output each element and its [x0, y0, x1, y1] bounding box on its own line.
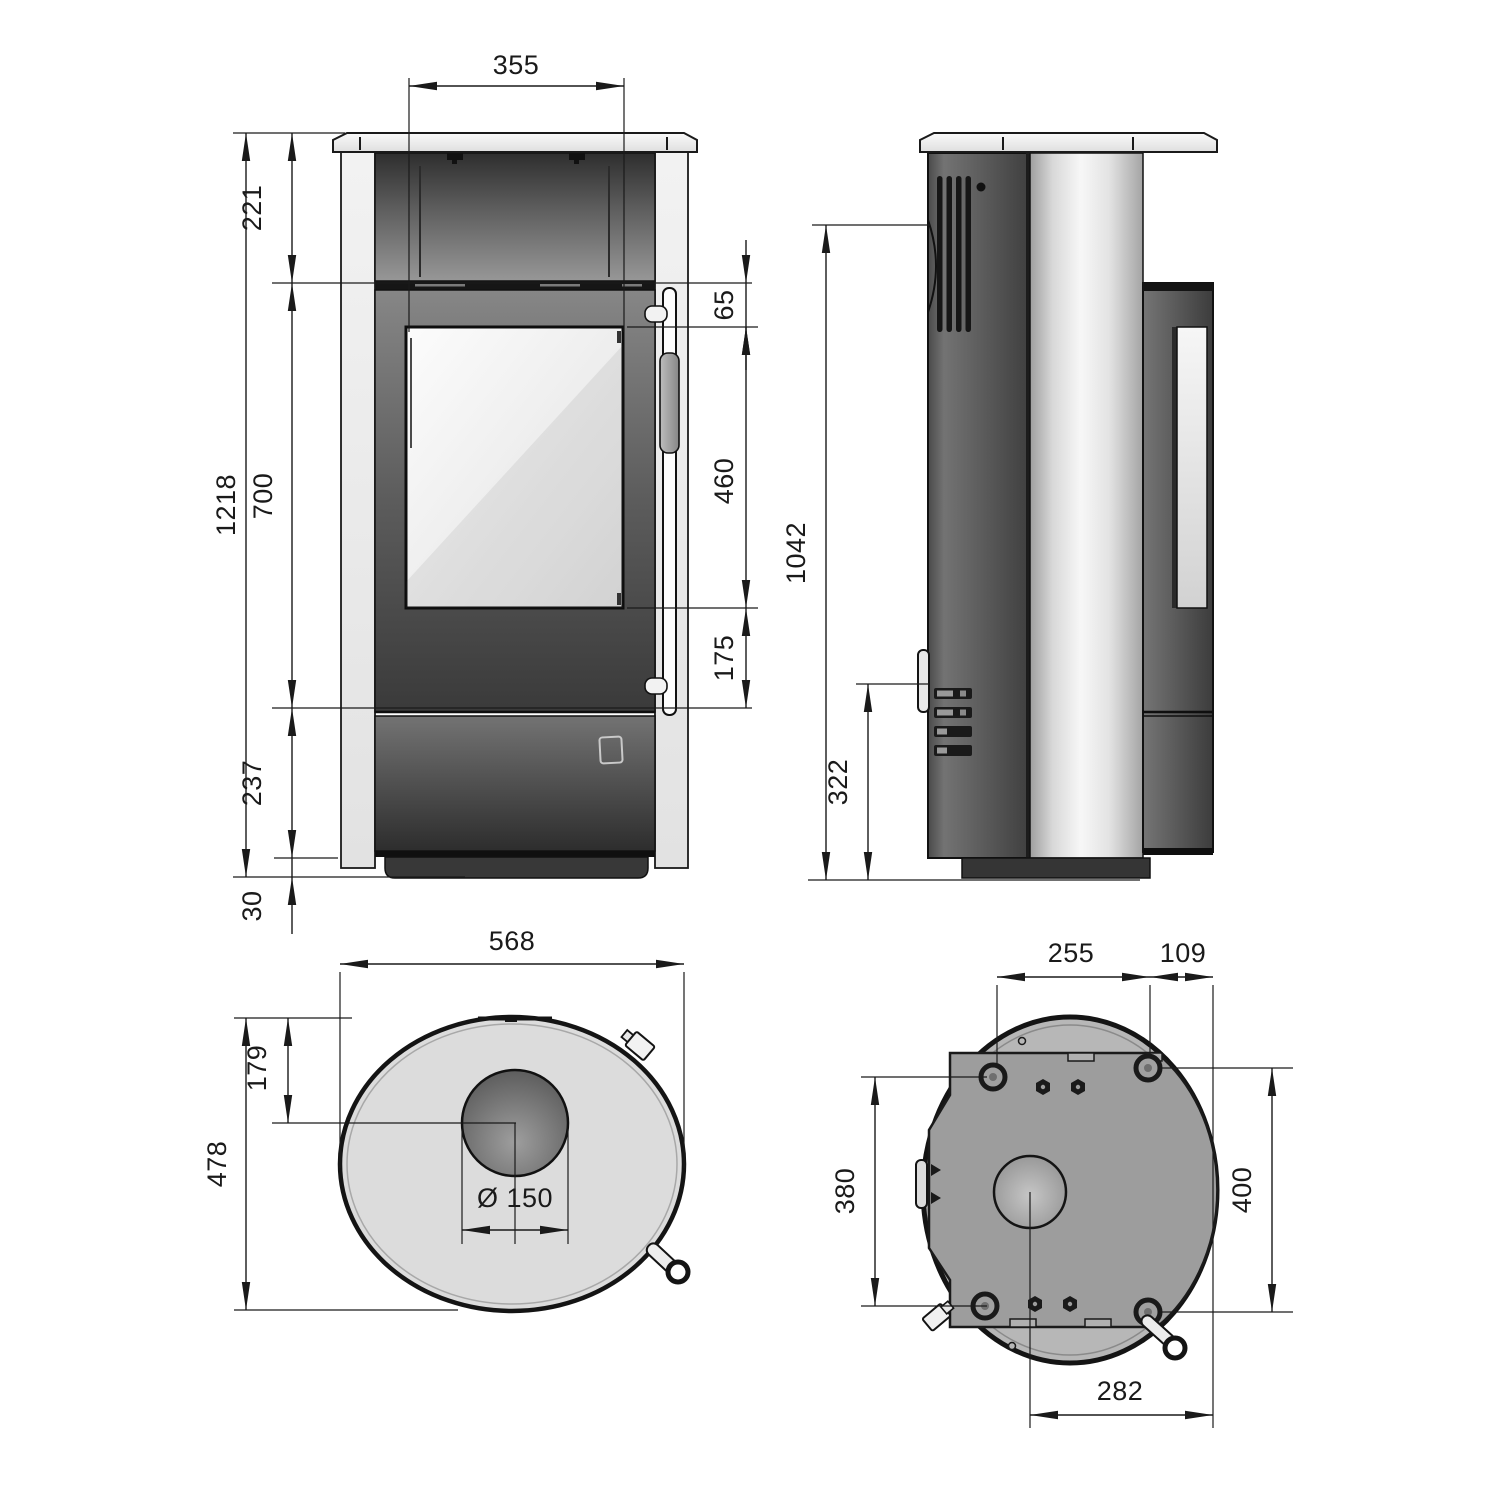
front-latch-top — [644, 305, 668, 323]
side-plinth — [961, 857, 1151, 879]
bottom-hex-nuts — [1028, 1079, 1085, 1312]
bottom-dimensions: 255 109 380 400 282 — [830, 938, 1293, 1428]
dim-bottom-bolt-to-edge: 109 — [1160, 938, 1207, 968]
side-intake-tab — [917, 649, 930, 713]
front-upper-drum — [374, 152, 656, 282]
dim-front-window-width: 355 — [493, 50, 540, 80]
dim-front-middle-section: 700 — [248, 473, 278, 520]
side-glass-sliver — [1176, 326, 1208, 609]
side-view: 1042 322 — [781, 132, 1218, 881]
dim-bottom-center-to-edge: 282 — [1097, 1376, 1144, 1406]
dim-front-base: 30 — [237, 890, 267, 921]
bottom-door-handle — [1140, 1314, 1188, 1361]
side-top-plate — [919, 132, 1218, 153]
dim-front-overall-height: 1218 — [211, 474, 241, 536]
front-drawer-badge — [598, 735, 624, 765]
dim-top-depth: 478 — [202, 1141, 232, 1188]
front-view: 355 1218 221 700 237 30 65 460 — [211, 50, 758, 934]
front-drawer — [374, 715, 656, 852]
front-handle-rail — [662, 287, 677, 716]
front-top-plate — [332, 132, 698, 153]
top-door-handle — [645, 1242, 691, 1285]
bottom-damper-knob — [921, 1300, 955, 1332]
side-louver-slots — [934, 688, 972, 756]
side-pin-dot — [976, 182, 986, 192]
front-handle-grip — [659, 352, 680, 454]
side-door-column — [1142, 282, 1214, 855]
dim-side-flue-height: 1042 — [781, 522, 811, 584]
dim-front-top-section: 221 — [237, 185, 267, 232]
dim-bottom-top-bolt-spacing: 255 — [1048, 938, 1095, 968]
top-dimensions: 568 179 478 Ø 150 — [202, 926, 685, 1311]
dim-bottom-left-bolt-spacing: 380 — [830, 1168, 860, 1215]
side-back-section — [927, 152, 1029, 859]
front-drum-clip-left — [447, 153, 463, 164]
side-cylinder — [1029, 152, 1144, 859]
dim-front-glass-height: 460 — [709, 458, 739, 505]
dim-top-flue-diameter: Ø 150 — [477, 1183, 553, 1213]
dim-top-width: 568 — [489, 926, 536, 956]
dim-front-glass-bottom-offset: 175 — [709, 635, 739, 682]
front-window-glass — [404, 325, 625, 610]
front-side-panel-left — [340, 151, 376, 869]
top-view: 568 179 478 Ø 150 — [202, 926, 691, 1314]
side-dimensions: 1042 322 — [781, 224, 1140, 881]
dim-front-lower-section: 237 — [237, 760, 267, 807]
dim-side-intake-height: 322 — [823, 759, 853, 806]
bottom-view: 255 109 380 400 282 — [830, 938, 1293, 1428]
dim-front-glass-top-offset: 65 — [709, 289, 739, 320]
front-latch-bottom — [644, 677, 668, 695]
dim-bottom-right-bolt-spacing: 400 — [1227, 1167, 1257, 1214]
side-divider — [1026, 153, 1030, 858]
front-dimensions: 355 1218 221 700 237 30 65 460 — [211, 50, 758, 934]
bottom-base-plate — [927, 1051, 1219, 1329]
bottom-back-tab — [915, 1159, 928, 1209]
top-damper-knob — [620, 1028, 656, 1061]
side-rear-flue-arc — [927, 219, 937, 313]
front-drum-clip-right — [569, 153, 585, 164]
front-separator-band — [375, 281, 655, 290]
side-vent-slats — [937, 176, 971, 332]
front-plinth — [384, 856, 649, 879]
